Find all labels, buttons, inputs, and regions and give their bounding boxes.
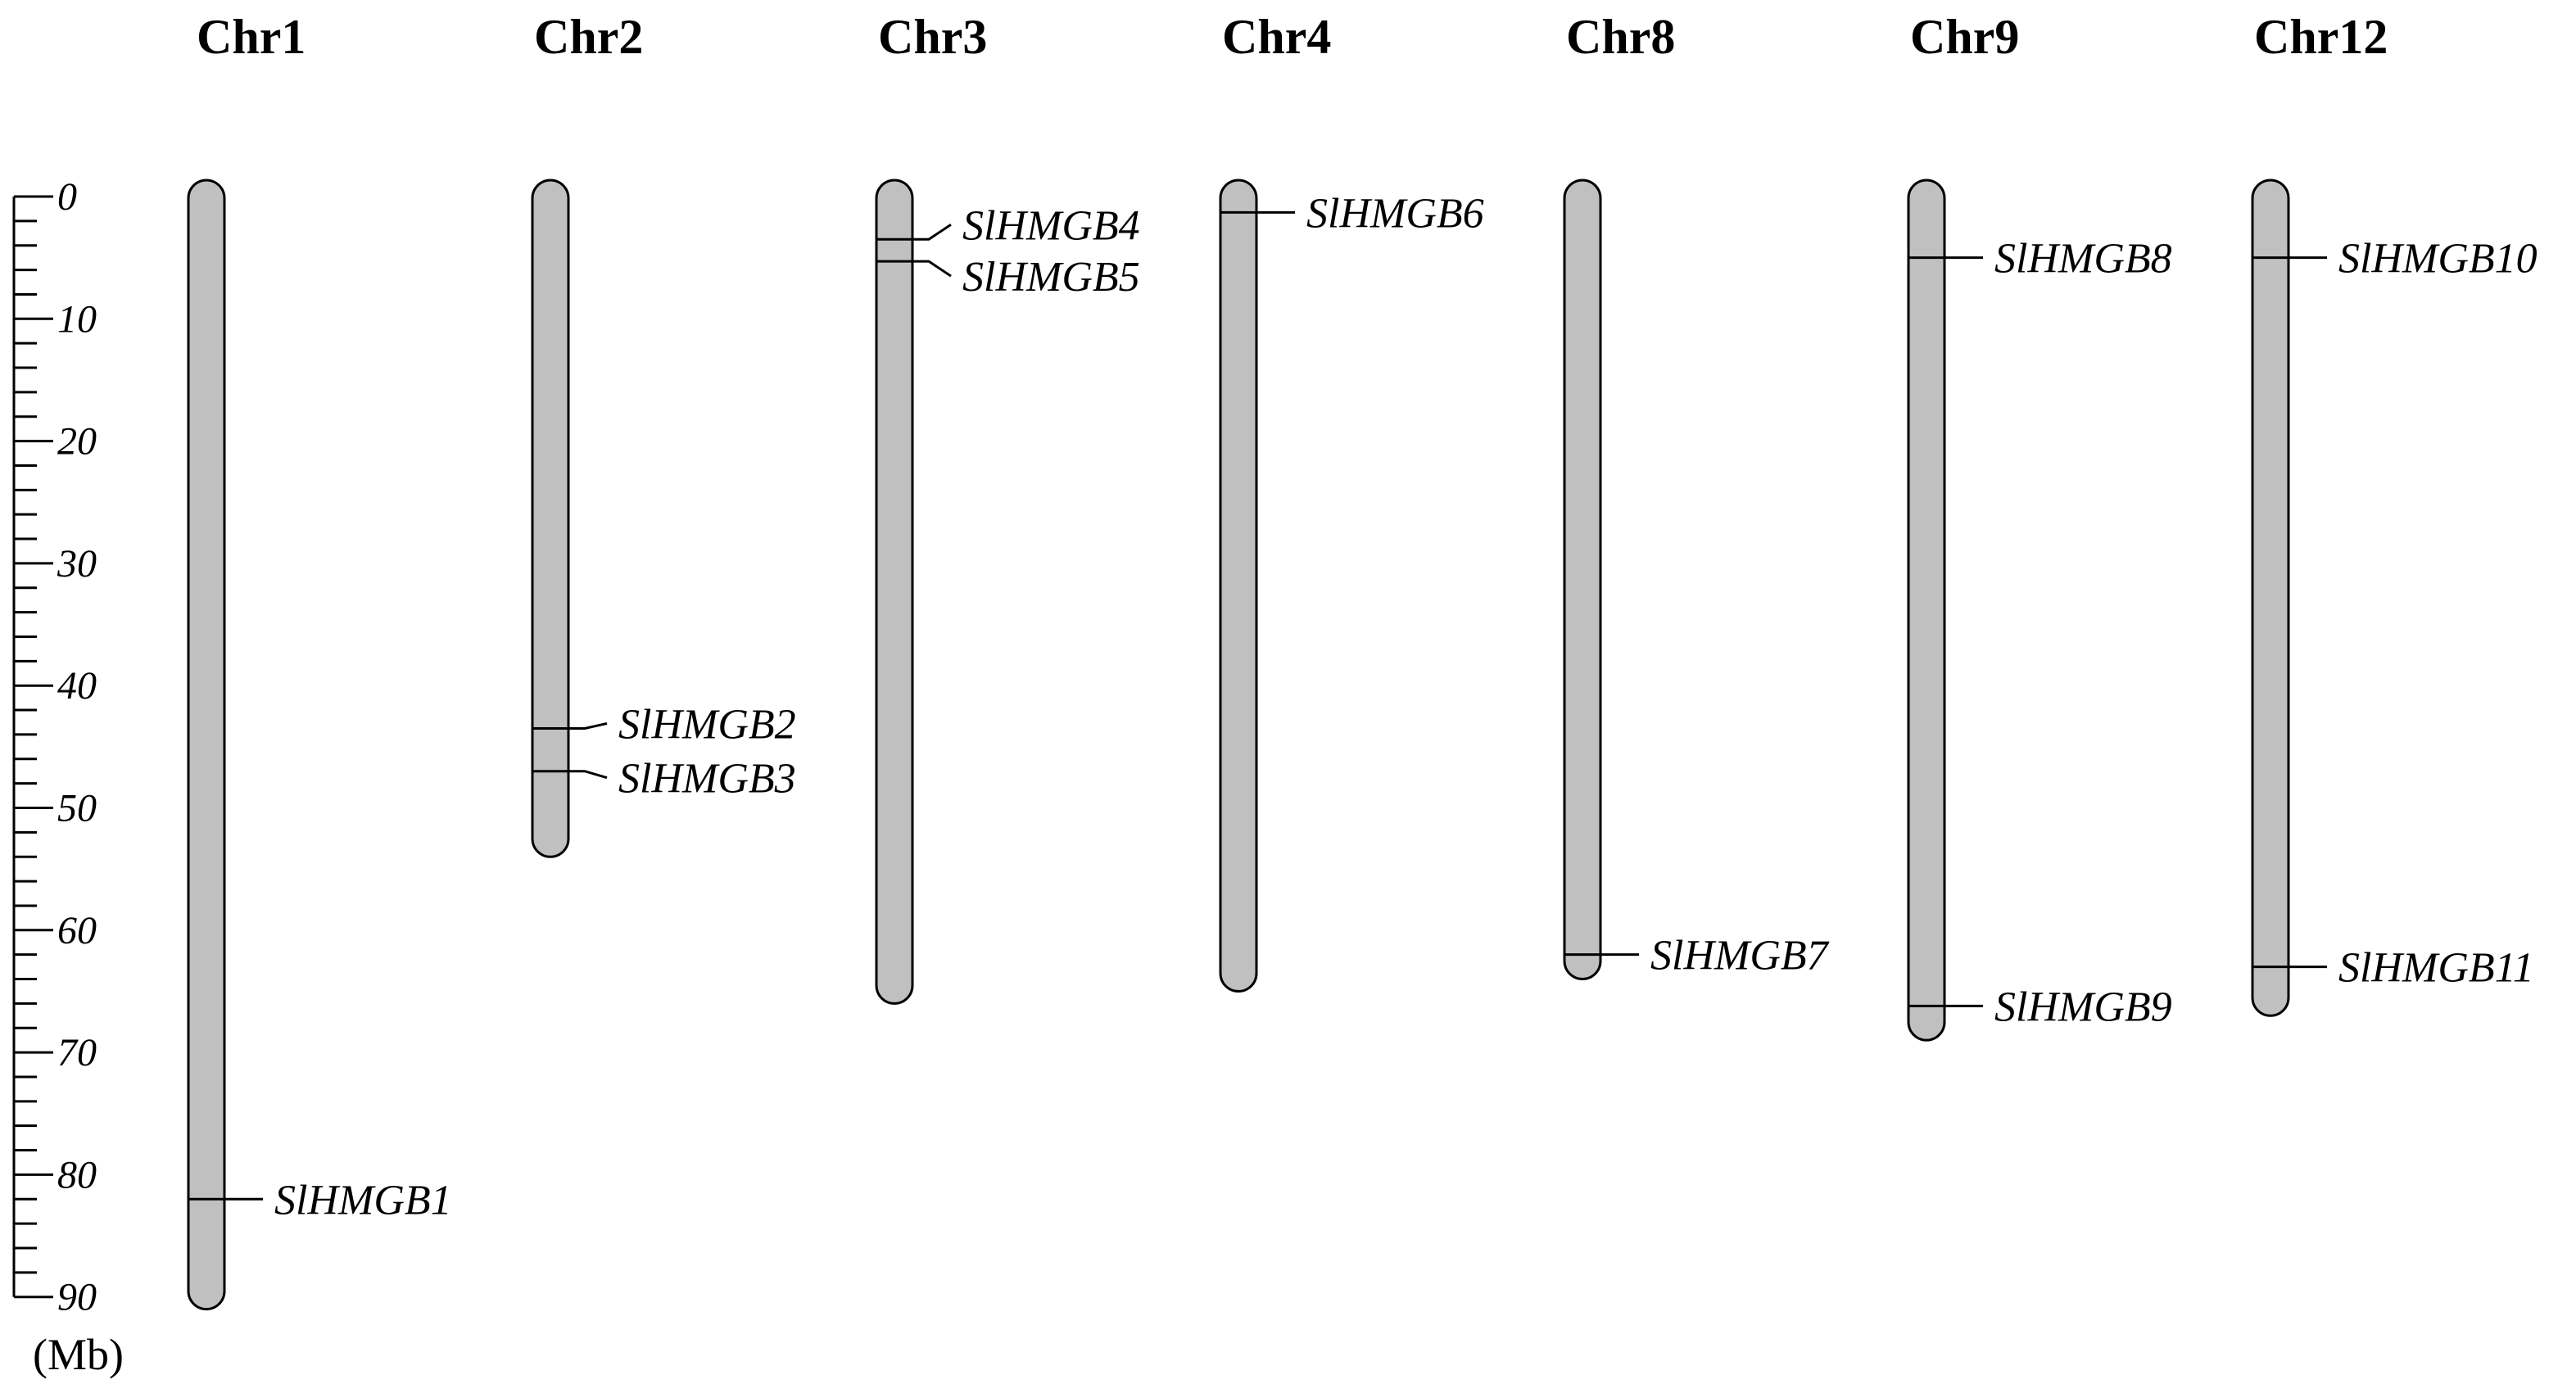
gene-label: SlHMGB1 (274, 1177, 452, 1223)
chromosome-title: Chr2 (534, 10, 643, 64)
scale-tick-label: 70 (57, 1031, 97, 1074)
gene-label: SlHMGB5 (962, 254, 1140, 301)
scale-tick-label: 60 (57, 909, 97, 952)
gene-label: SlHMGB6 (1306, 190, 1484, 237)
gene-marker-line (532, 721, 608, 730)
scale-tick-label: 80 (57, 1153, 97, 1196)
gene-label: SlHMGB2 (618, 701, 796, 748)
gene-marker-line (876, 260, 952, 278)
scale-tick-label: 0 (57, 175, 77, 219)
chromosome-bar (187, 179, 226, 1311)
mb-scale-ruler: 0 10 20 30 40 50 60 70 80 90 (Mb) (12, 175, 124, 1379)
gene-label: SlHMGB9 (1994, 984, 2172, 1030)
gene-label: SlHMGB11 (2338, 945, 2534, 992)
gene-label: SlHMGB4 (962, 202, 1140, 249)
scale-tick-label: 10 (57, 297, 97, 341)
chromosome-title: Chr9 (1910, 10, 2019, 64)
chromosome-title: Chr8 (1566, 10, 1675, 64)
gene-marker-line (532, 770, 608, 780)
scale-unit-label: (Mb) (33, 1330, 124, 1379)
chromosome-title: Chr4 (1222, 10, 1331, 64)
scale-tick-label: 90 (57, 1276, 97, 1319)
chromosome-bar (2251, 179, 2290, 1017)
chromosome-bar (1219, 179, 1258, 993)
chromosome-bar (875, 179, 914, 1005)
scale-tick-label: 20 (57, 420, 97, 464)
gene-label: SlHMGB10 (2338, 236, 2538, 283)
gene-label: SlHMGB7 (1650, 933, 1830, 979)
chromosome-bar (1563, 179, 1602, 981)
scale-tick-label: 50 (57, 787, 97, 830)
chromosome-bar (1907, 179, 1946, 1042)
chromosome-title: Chr12 (2254, 10, 2388, 64)
chromosome-bar (531, 179, 570, 858)
gene-marker-line (876, 224, 952, 241)
scale-tick-label: 30 (57, 542, 97, 586)
chromosome-title: Chr3 (878, 10, 987, 64)
gene-label: SlHMGB8 (1994, 236, 2172, 283)
gene-label: SlHMGB3 (618, 756, 796, 803)
scale-tick-label: 40 (57, 664, 97, 708)
chromosome-title: Chr1 (197, 10, 306, 64)
